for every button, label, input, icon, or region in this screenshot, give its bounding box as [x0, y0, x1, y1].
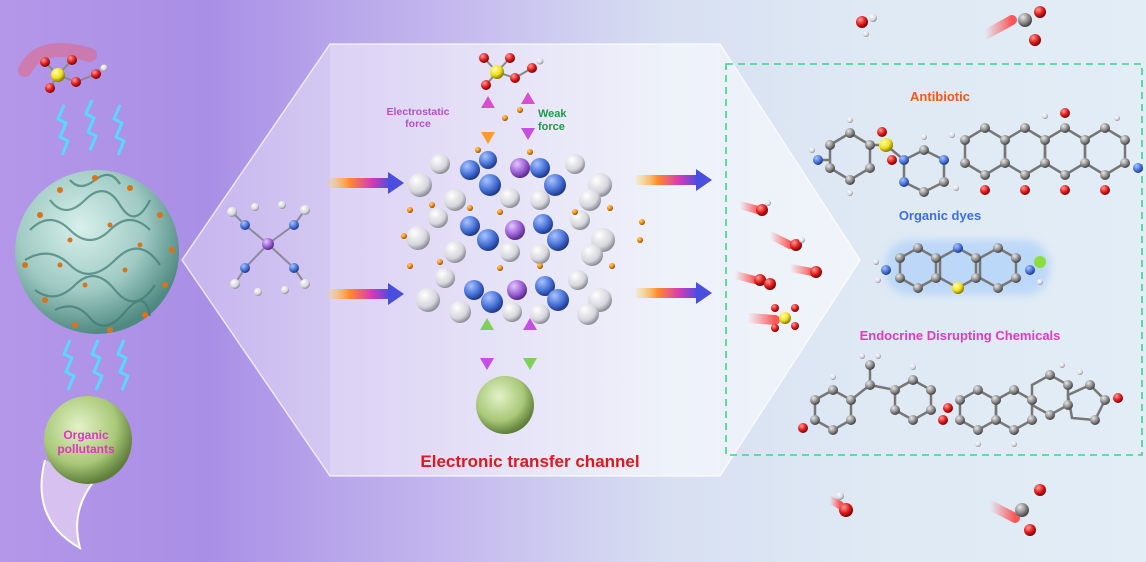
organic-pollutants-line2: pollutants: [57, 442, 115, 456]
hydroxyl-radical-1: [736, 200, 771, 216]
decorative-radicals: [826, 6, 1046, 536]
radical-species: [731, 200, 822, 332]
complex-layer-3: [416, 268, 612, 325]
antibiotic-label: Antibiotic: [910, 89, 970, 104]
weak-force-line2: force: [538, 121, 565, 133]
complex-layer-1: [408, 151, 612, 211]
hydroxyl-radical-3: [786, 264, 822, 278]
weak-force-line1: Weak: [538, 108, 567, 120]
edc-molecule-2: [943, 362, 1123, 447]
arrow-left-top: [328, 172, 404, 194]
arrow-right-top: [636, 169, 712, 191]
complex-layer-2: [406, 208, 615, 266]
antibiotic-molecule-2: [949, 108, 1143, 195]
weak-force-label: Weak force: [538, 108, 567, 134]
edc-label: Endocrine Disrupting Chemicals: [859, 328, 1061, 343]
flow-arrows: [328, 169, 712, 305]
lightning-bolts-bottom: [62, 339, 130, 391]
hydroxyl-radical-2: [766, 231, 805, 251]
lightning-bolts-top: [56, 99, 126, 156]
channel-panel-inner: [330, 44, 720, 476]
channel-panel: [181, 43, 861, 477]
superoxide-radical: [731, 271, 776, 290]
interlayer-particles: [401, 107, 645, 271]
antibiotic-molecule-1: [809, 117, 959, 197]
electrostatic-force-label: Electrostatic force: [368, 106, 468, 130]
radical-bottom-2: [985, 484, 1046, 536]
electrostatic-force-line1: Electrostatic: [386, 106, 450, 118]
radical-top-1: [856, 14, 877, 37]
pollutant-sphere-left: [40, 396, 132, 551]
arrow-left-bottom: [328, 283, 404, 305]
organic-pollutants-label: Organic pollutants: [46, 428, 126, 456]
organic-pollutants-line1: Organic: [63, 428, 109, 442]
metal-complex-small: [227, 201, 310, 296]
force-arrows-bottom: [480, 318, 537, 370]
channel-title: Electronic transfer channel: [420, 452, 640, 471]
catalyst-texture: [24, 173, 161, 327]
catalyst-sphere: [15, 170, 179, 334]
persulfate-molecule: [479, 53, 544, 90]
organic-dyes-label: Organic dyes: [898, 208, 982, 223]
sulfate-molecule-top-left: [18, 43, 108, 93]
catalyst-particles: [22, 175, 175, 333]
electrostatic-force-line2: force: [405, 118, 431, 130]
radical-bottom-1: [826, 492, 853, 517]
sulfate-radical-right: [743, 304, 799, 332]
force-arrows-top: [481, 92, 535, 144]
stacked-complex-layers: [401, 107, 645, 325]
pollutant-sphere-center: [476, 376, 534, 434]
organic-dye-molecule: [873, 240, 1050, 295]
radical-top-2: [980, 6, 1046, 46]
arrow-right-bottom: [636, 282, 712, 304]
pollutant-box: [725, 63, 1143, 456]
edc-molecule-1: [798, 353, 948, 435]
